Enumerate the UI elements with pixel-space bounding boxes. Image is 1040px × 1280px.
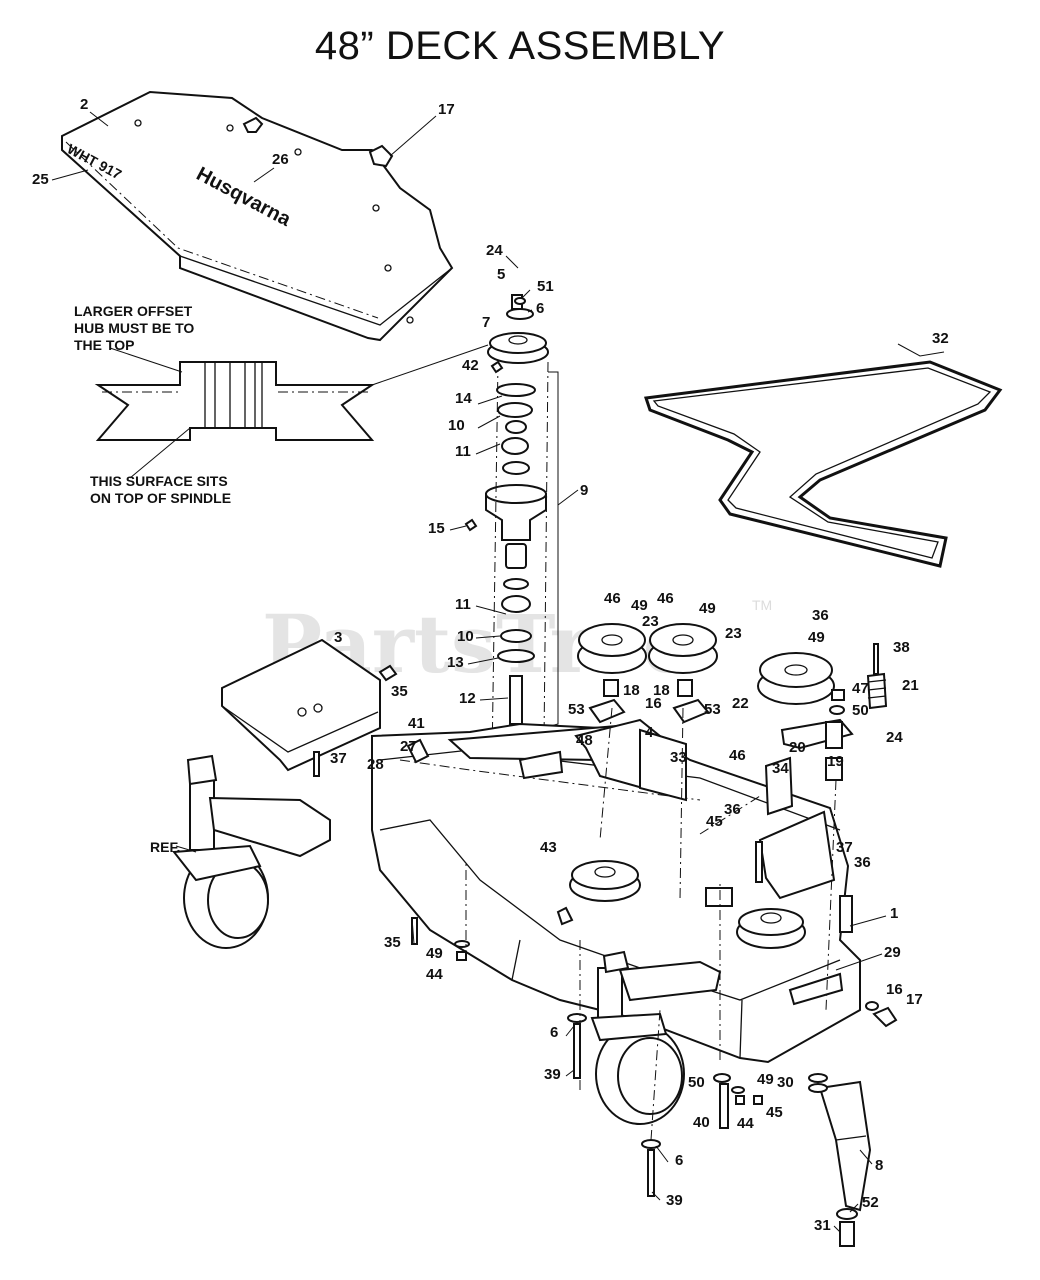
- callout: 51: [537, 278, 554, 295]
- callout: 7: [482, 314, 490, 331]
- pulley-section: [94, 344, 489, 479]
- callout: 24: [886, 729, 903, 746]
- callout: 12: [459, 690, 476, 707]
- callout: 3: [334, 629, 342, 646]
- callout: 53: [704, 701, 721, 718]
- callout: 11: [455, 443, 471, 460]
- callout: 46: [604, 590, 621, 607]
- blade-and-hardware: [313, 707, 898, 1247]
- callout: 16: [886, 981, 903, 998]
- surface-note-line: THIS SURFACE SITS: [90, 473, 228, 489]
- hub-note-line: HUB MUST BE TO: [74, 320, 194, 336]
- callout: 47: [852, 680, 869, 697]
- callout: 18: [653, 682, 670, 699]
- assembly-notes: LARGER OFFSET HUB MUST BE TO THE TOP THI…: [74, 303, 231, 506]
- caster-wheels: [172, 754, 722, 1125]
- page-title: 48” DECK ASSEMBLY: [314, 24, 726, 68]
- callout: 10: [448, 417, 465, 434]
- callout: 6: [550, 1024, 558, 1041]
- callout: 50: [852, 702, 869, 719]
- side-shield: [221, 638, 398, 772]
- deck-knob-icon: [368, 144, 394, 168]
- deck-cover: Husqvarna WHT 917: [61, 90, 454, 342]
- callout: 46: [729, 747, 746, 764]
- callout: 35: [384, 934, 401, 951]
- callout: 26: [272, 151, 289, 168]
- callout: 1: [890, 905, 898, 922]
- callout: 6: [675, 1152, 683, 1169]
- callout: 37: [330, 750, 347, 767]
- callout: 23: [725, 625, 742, 642]
- callout: 17: [438, 101, 455, 118]
- callout: 46: [657, 590, 674, 607]
- callout: 48: [576, 732, 593, 749]
- callout: 8: [875, 1157, 883, 1174]
- hub-note-line: LARGER OFFSET: [74, 303, 193, 319]
- callout-labels: 2 17 26 25 24 5 51 6 7 42 14 10 11 9 15 …: [32, 96, 949, 1234]
- callout: 49: [808, 629, 825, 646]
- spindle-stack: [464, 294, 579, 761]
- callout: 29: [884, 944, 901, 961]
- callout: 36: [724, 801, 741, 818]
- callout: 40: [693, 1114, 710, 1131]
- callout: 33: [670, 749, 687, 766]
- surface-note-line: ON TOP OF SPINDLE: [90, 490, 231, 506]
- callout: 44: [426, 966, 443, 983]
- callout: 6: [536, 300, 544, 317]
- callout: 44: [737, 1115, 754, 1132]
- callout: 14: [455, 390, 472, 407]
- callout: 35: [391, 683, 408, 700]
- callout: 43: [540, 839, 557, 856]
- callout: 4: [645, 724, 654, 741]
- drive-belt: [643, 360, 1003, 568]
- callout: 39: [544, 1066, 561, 1083]
- callout: 15: [428, 520, 445, 537]
- callout: 34: [772, 760, 789, 777]
- hub-note-line: THE TOP: [74, 337, 134, 353]
- callout: 31: [814, 1217, 831, 1234]
- callout: 49: [699, 600, 716, 617]
- callout: 9: [580, 482, 588, 499]
- callout: 19: [827, 753, 844, 770]
- callout: 50: [688, 1074, 705, 1091]
- callout: 36: [812, 607, 829, 624]
- callout: 28: [367, 756, 384, 773]
- callout: 42: [462, 357, 479, 374]
- callout: 2: [80, 96, 88, 113]
- watermark-tm: TM: [752, 597, 772, 613]
- callout: 22: [732, 695, 749, 712]
- callout: 45: [706, 813, 723, 830]
- callout: 18: [623, 682, 640, 699]
- callout: 17: [906, 991, 923, 1008]
- callout: 30: [777, 1074, 794, 1091]
- callout: 13: [447, 654, 464, 671]
- ref-label: REF.: [150, 839, 180, 855]
- callout: 21: [902, 677, 919, 694]
- callout: 10: [457, 628, 474, 645]
- callout: 11: [455, 596, 471, 613]
- callout: 49: [631, 597, 648, 614]
- callout: 25: [32, 171, 49, 188]
- callout: 16: [645, 695, 662, 712]
- callout-leaders: [51, 111, 945, 1233]
- callout: 49: [757, 1071, 774, 1088]
- callout: 24: [486, 242, 503, 259]
- callout: 5: [497, 266, 505, 283]
- callout: 36: [854, 854, 871, 871]
- callout: 45: [766, 1104, 783, 1121]
- callout: 37: [836, 839, 853, 856]
- callout: 23: [642, 613, 659, 630]
- callout: 52: [862, 1194, 879, 1211]
- callout: 41: [408, 715, 425, 732]
- callout: 39: [666, 1192, 683, 1209]
- callout: 49: [426, 945, 443, 962]
- idler-pulleys: [574, 623, 888, 816]
- callout: 27: [400, 738, 417, 755]
- callout: 38: [893, 639, 910, 656]
- callout: 53: [568, 701, 585, 718]
- callout: 20: [789, 739, 806, 756]
- callout: 32: [932, 330, 949, 347]
